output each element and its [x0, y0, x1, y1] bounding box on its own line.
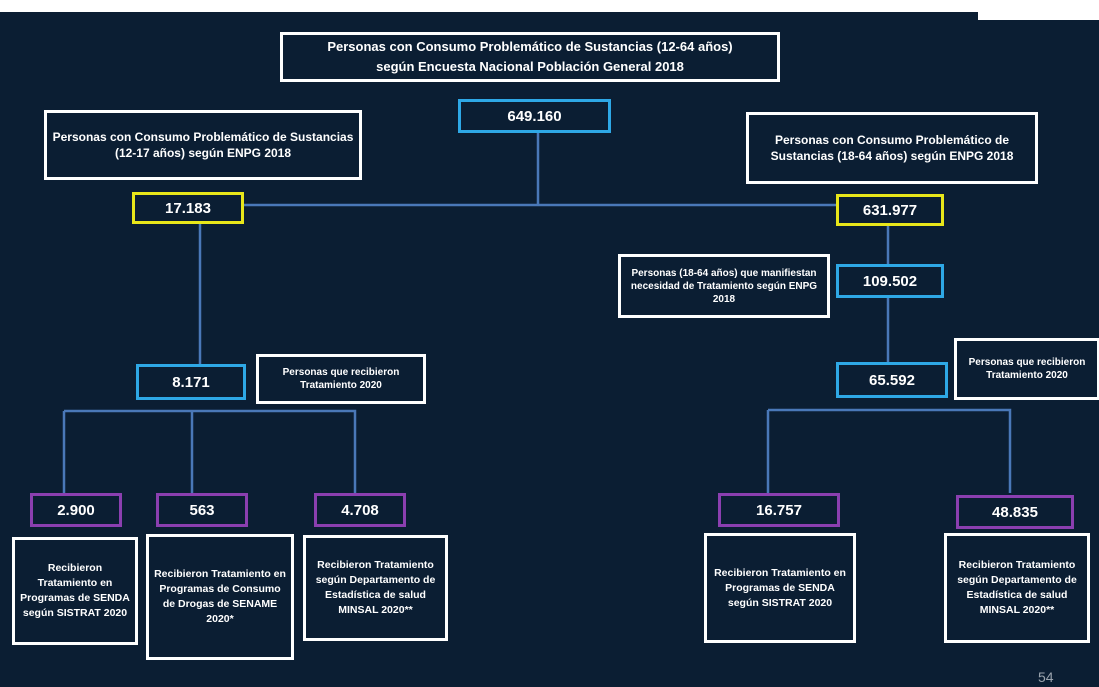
right-group-title-text: Personas con Consumo Problemático de Sus… — [770, 133, 1014, 163]
right-treated-label: Personas que recibieron Tratamiento 2020 — [954, 338, 1099, 400]
page-number: 54 — [1038, 669, 1054, 685]
left-child-1-value-box: 2.900 — [30, 493, 122, 527]
left-child-1-label-text: Recibieron Tratamiento en Programas de S… — [20, 562, 130, 619]
right-need-value-box: 109.502 — [836, 264, 944, 298]
main-title: Personas con Consumo Problemático de Sus… — [280, 32, 780, 82]
right-treated-value: 65.592 — [869, 371, 915, 389]
total-value-box: 649.160 — [458, 99, 611, 133]
left-child-2-value: 563 — [189, 501, 215, 519]
left-treated-label: Personas que recibieron Tratamiento 2020 — [256, 354, 426, 404]
right-child-2-label: Recibieron Tratamiento según Departament… — [944, 533, 1090, 643]
right-child-1-label: Recibieron Tratamiento en Programas de S… — [704, 533, 856, 643]
right-need-label-text: Personas (18-64 años) que manifiestan ne… — [630, 267, 818, 305]
left-child-3-value: 4.708 — [341, 501, 379, 519]
left-group-title: Personas con Consumo Problemático de Sus… — [44, 110, 362, 180]
left-child-1-value: 2.900 — [57, 501, 95, 519]
left-child-3-label: Recibieron Tratamiento según Departament… — [303, 535, 448, 641]
left-value-box: 17.183 — [132, 192, 244, 224]
right-need-value: 109.502 — [862, 272, 918, 290]
left-treated-value-box: 8.171 — [136, 364, 246, 400]
total-value: 649.160 — [507, 107, 562, 125]
left-child-2-label: Recibieron Tratamiento en Programas de C… — [146, 534, 294, 660]
left-value: 17.183 — [165, 199, 211, 217]
left-treated-label-text: Personas que recibieron Tratamiento 2020 — [282, 367, 400, 391]
right-child-1-label-text: Recibieron Tratamiento en Programas de S… — [714, 566, 846, 609]
right-child-2-value-box: 48.835 — [956, 495, 1074, 529]
right-child-2-label-text: Recibieron Tratamiento según Departament… — [957, 559, 1077, 616]
left-child-3-value-box: 4.708 — [314, 493, 406, 527]
right-value: 631.977 — [862, 201, 918, 219]
right-child-1-value: 16.757 — [756, 501, 802, 519]
left-child-1-label: Recibieron Tratamiento en Programas de S… — [12, 537, 138, 645]
left-child-2-value-box: 563 — [156, 493, 248, 527]
left-group-title-text: Personas con Consumo Problemático de Sus… — [52, 130, 354, 160]
connector-left-bracket — [62, 409, 357, 493]
government-logo — [978, 0, 1099, 20]
right-value-box: 631.977 — [836, 194, 944, 226]
left-treated-value: 8.171 — [172, 373, 210, 391]
main-title-line1: Personas con Consumo Problemático de Sus… — [327, 39, 733, 54]
connector-right-bracket — [766, 408, 1012, 493]
left-child-3-label-text: Recibieron Tratamiento según Departament… — [315, 559, 436, 616]
right-treated-value-box: 65.592 — [836, 362, 948, 398]
left-child-2-label-text: Recibieron Tratamiento en Programas de C… — [154, 568, 286, 625]
right-treated-label-text: Personas que recibieron Tratamiento 2020 — [968, 357, 1086, 381]
right-need-label: Personas (18-64 años) que manifiestan ne… — [618, 254, 830, 318]
right-child-1-value-box: 16.757 — [718, 493, 840, 527]
main-title-line2: según Encuesta Nacional Población Genera… — [376, 59, 684, 74]
right-child-2-value: 48.835 — [992, 503, 1038, 521]
right-group-title: Personas con Consumo Problemático de Sus… — [746, 112, 1038, 184]
top-banner — [0, 0, 1099, 12]
